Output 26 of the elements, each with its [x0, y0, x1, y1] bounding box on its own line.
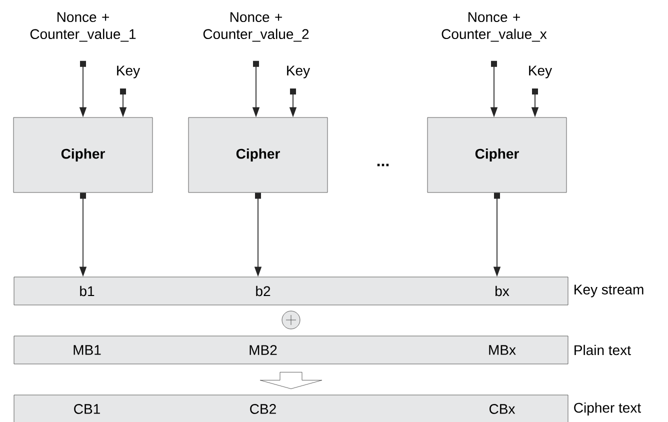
- block-label: CB2: [250, 404, 276, 414]
- data-bar: [14, 394, 568, 422]
- cipher-box: Cipher: [188, 117, 328, 193]
- block-label: CB1: [74, 404, 100, 414]
- block-label: b2: [256, 286, 270, 296]
- key-label: Key: [529, 66, 552, 78]
- block-label: CBx: [489, 404, 516, 414]
- block-label: MB1: [74, 345, 101, 355]
- block-label: bx: [496, 286, 510, 296]
- block-label: MB2: [250, 345, 277, 355]
- key-label: Key: [287, 66, 310, 78]
- data-bar: [14, 336, 568, 364]
- cipher-box: Cipher: [427, 117, 567, 193]
- row-label: Cipher text: [574, 402, 641, 416]
- ellipsis-label: ...: [377, 164, 389, 166]
- block-label: MBx: [489, 345, 516, 355]
- input-label: Nonce + Counter_value_x: [442, 12, 547, 42]
- input-label: Nonce + Counter_value_1: [30, 12, 136, 42]
- row-label: Key stream: [574, 284, 644, 298]
- key-label: Key: [117, 66, 140, 78]
- row-label: Plain text: [574, 344, 631, 356]
- input-label: Nonce + Counter_value_2: [203, 12, 309, 42]
- block-label: b1: [80, 286, 94, 296]
- cipher-box: Cipher: [13, 117, 153, 193]
- data-bar: [14, 276, 568, 306]
- arrow: [260, 372, 322, 389]
